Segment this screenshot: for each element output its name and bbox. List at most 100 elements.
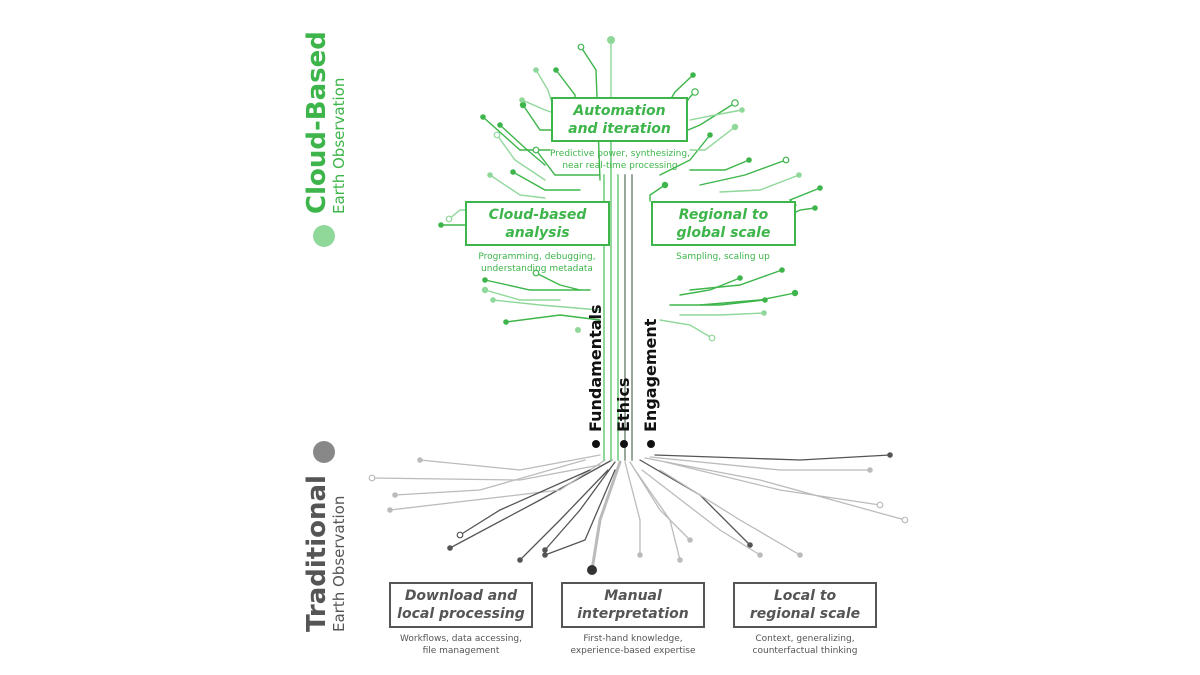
root-line [449, 459, 613, 549]
branch-node [812, 205, 818, 211]
root-node [456, 531, 464, 539]
root-line [654, 454, 891, 461]
cloud-based-title: Cloud-Based [302, 31, 332, 214]
root-line [519, 469, 609, 561]
root-node [447, 545, 453, 551]
branch-line [649, 184, 666, 202]
branch-line [719, 174, 800, 193]
root-node [517, 557, 523, 563]
branch-node [577, 43, 585, 51]
branch-node [782, 156, 790, 164]
branch-line [580, 46, 601, 181]
branch-network [438, 36, 823, 342]
branch-node [490, 297, 496, 303]
branch-line [484, 279, 591, 291]
branch-line [689, 269, 783, 291]
automation-title: Automation and iteration [568, 102, 671, 137]
root-node [677, 557, 683, 563]
branch-line [484, 289, 561, 301]
branch-line [689, 159, 750, 171]
root-line [459, 469, 591, 536]
root-node [587, 565, 597, 575]
root-node [392, 492, 398, 498]
root-node [901, 516, 909, 524]
root-node [867, 467, 873, 473]
pillar-dots [575, 327, 655, 448]
branch-line [555, 69, 576, 98]
root-line [419, 454, 601, 471]
root-line [624, 461, 641, 556]
branch-line [687, 102, 736, 131]
root-line [544, 461, 616, 551]
root-line [544, 469, 616, 556]
branch-line [669, 299, 766, 306]
root-node [368, 474, 376, 482]
manual-interpretation-box: Manual interpretation [561, 582, 705, 628]
pillar-ethics: Ethics [614, 377, 633, 432]
branch-node [708, 334, 716, 342]
branch-node [497, 122, 503, 128]
pillar-top-node [575, 327, 581, 333]
branch-line [659, 319, 713, 339]
branch-line [496, 134, 546, 181]
branch-node [532, 269, 540, 277]
root-node [797, 552, 803, 558]
branch-node [553, 67, 559, 73]
automation-box: Automation and iteration [551, 97, 688, 142]
branch-node [731, 123, 739, 131]
local-regional-box: Local to regional scale [733, 582, 877, 628]
branch-node [445, 215, 453, 223]
branch-node [731, 99, 739, 107]
root-node [542, 547, 548, 553]
root-node [747, 542, 753, 548]
branch-node [493, 131, 501, 139]
branch-line [489, 174, 546, 199]
branch-line [535, 69, 552, 101]
branch-node [661, 181, 669, 189]
root-line [371, 464, 601, 481]
branch-line [795, 207, 816, 213]
root-line [659, 469, 801, 556]
root-line [641, 469, 761, 556]
cloud-analysis-title: Cloud-based analysis [488, 206, 587, 241]
branch-node [519, 97, 525, 103]
branch-node [691, 88, 699, 96]
root-node [542, 552, 548, 558]
branch-node [737, 275, 743, 281]
branch-node [480, 114, 486, 120]
branch-line [499, 124, 546, 166]
traditional-label: Traditional Earth Observation [302, 475, 348, 632]
root-line [394, 459, 586, 496]
branch-line [482, 116, 551, 151]
root-network [368, 452, 909, 575]
download-local-caption: Workflows, data accessing, file manageme… [400, 634, 522, 656]
local-regional-title: Local to regional scale [749, 588, 861, 622]
branch-node [746, 157, 752, 163]
branch-line [521, 99, 552, 113]
root-node [876, 501, 884, 509]
branch-line [535, 272, 581, 291]
root-node [757, 552, 763, 558]
pillar-bullet [592, 440, 600, 448]
top-node [607, 36, 615, 44]
pillar-bullet [620, 440, 628, 448]
root-line [639, 459, 751, 546]
branch-line [671, 74, 694, 98]
branch-line [522, 104, 552, 131]
traditional-subtitle: Earth Observation [330, 495, 348, 632]
root-line [629, 461, 691, 541]
local-regional-caption: Context, generalizing, counterfactual th… [752, 634, 858, 656]
branch-node [438, 222, 444, 228]
branch-line [699, 159, 787, 186]
branch-node [481, 286, 489, 294]
cloud-analysis-box: Cloud-based analysis [465, 201, 610, 246]
timeline-cloud-dot [313, 225, 335, 247]
traditional-title: Traditional [302, 475, 332, 632]
manual-interpretation-title: Manual interpretation [577, 588, 689, 622]
branch-line [659, 134, 711, 176]
pillar-fundamentals: Fundamentals [586, 304, 605, 432]
pillar-engagement: Engagement [641, 318, 660, 432]
branch-node [503, 319, 509, 325]
root-line [634, 469, 681, 561]
